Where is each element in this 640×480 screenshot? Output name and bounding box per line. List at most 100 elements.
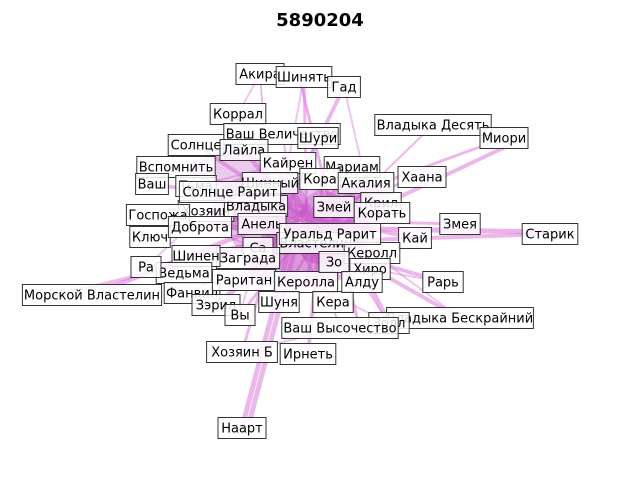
node-label-text: Ирнеть <box>283 348 333 363</box>
node-label: Вспомнить <box>136 156 216 178</box>
node-label-text: Хаана <box>401 171 442 186</box>
graph-title: 5890204 <box>276 10 364 31</box>
node-label: Змей <box>313 196 355 218</box>
node-label-box <box>397 166 447 188</box>
node-label-text: Ваш <box>138 178 167 193</box>
node-label-text: Доброта <box>171 221 229 236</box>
node-label-text: Ключ <box>132 231 168 246</box>
node-label-box <box>398 227 432 249</box>
node-label-text: Гад <box>332 81 357 96</box>
node-label-text: Шинять <box>277 71 331 86</box>
node-label: Шинен <box>171 245 221 267</box>
node-label-box <box>439 213 481 235</box>
node-label-box <box>327 76 361 98</box>
node-label: Морской Властелин <box>21 284 163 306</box>
node-label-text: Керолл <box>347 247 397 262</box>
node-label: Гад <box>327 76 361 98</box>
node-label-box <box>479 127 529 149</box>
node-label: Ваш Высочество <box>281 317 399 339</box>
node-label: Керолла <box>273 271 339 293</box>
node-label-box <box>374 114 492 136</box>
node-label-box <box>279 343 337 365</box>
node-label-box <box>281 317 399 339</box>
node-label: Солнце <box>167 134 225 156</box>
node-label-box <box>318 251 350 273</box>
node-label-text: Наарт <box>221 422 263 437</box>
node-label: Шури <box>297 127 339 149</box>
node-label-box <box>258 291 300 313</box>
node-label: Анель <box>237 213 287 235</box>
node-label-text: Владыка Бескрайний <box>387 312 533 327</box>
node-label-text: Хозяин Б <box>211 346 273 361</box>
node-label: Зо <box>318 251 350 273</box>
node-label: Шуня <box>258 291 300 313</box>
node-label-box <box>217 417 267 439</box>
node-label-text: Керолла <box>277 276 335 291</box>
node-label-text: Лайла <box>223 144 265 159</box>
node-label-box <box>167 216 233 238</box>
node-label-text: Морской Властелин <box>24 289 160 304</box>
node-label: Шинять <box>275 66 333 88</box>
node-label-box <box>206 341 278 363</box>
node-label: Кора <box>299 168 341 190</box>
node-label-text: Старик <box>525 228 574 243</box>
graph-edge <box>247 227 303 423</box>
node-label-text: Кора <box>303 173 336 188</box>
node-label-text: Раритан <box>216 274 273 289</box>
node-label-box <box>278 223 382 245</box>
node-label-text: Анель <box>241 218 282 233</box>
node-label-text: Алду <box>345 276 379 291</box>
node-label-text: Зо <box>326 256 342 271</box>
node-label-text: Заграда <box>220 252 276 267</box>
node-label: Солнце Рарит <box>178 181 282 203</box>
node-label: Кай <box>398 227 432 249</box>
node-label: Старик <box>521 223 579 245</box>
node-label: Акалия <box>337 172 395 194</box>
node-label-text: Коррал <box>213 108 263 123</box>
node-label-box <box>521 223 579 245</box>
node-label-text: Шури <box>299 132 337 147</box>
node-label: Владыка Бескрайний <box>386 307 534 329</box>
node-label-text: Акира <box>239 68 280 83</box>
node-label-text: Кай <box>402 232 428 247</box>
node-label-text: Солнце Рарит <box>183 186 278 201</box>
node-label: Хаана <box>397 166 447 188</box>
node-label-text: Солнце <box>171 139 222 154</box>
node-label-text: Ра <box>138 261 154 276</box>
node-label: Коррал <box>209 103 267 125</box>
node-label: Змея <box>439 213 481 235</box>
node-label: Кера <box>312 291 354 313</box>
node-label-text: Ваш Высочество <box>283 322 396 337</box>
node-label: Ваш <box>135 173 169 195</box>
node-label-box <box>219 139 269 161</box>
node-label-text: Хозяин <box>182 205 231 220</box>
node-label-box <box>353 202 411 224</box>
node-label-box <box>21 284 163 306</box>
node-label: Ра <box>130 256 162 278</box>
node-label: Владыка Десять <box>374 114 492 136</box>
node-label-box <box>273 271 339 293</box>
node-label-text: Ведьма <box>158 267 209 282</box>
node-label: Хозяин Б <box>206 341 278 363</box>
node-label-text: Кайрен <box>263 157 313 172</box>
node-label-box <box>130 256 162 278</box>
node-label-text: Акалия <box>341 177 390 192</box>
node-label-box <box>341 271 383 293</box>
node-label-text: Владыка Десять <box>377 119 490 134</box>
node-label-text: Шуня <box>260 296 298 311</box>
node-label-box <box>135 173 169 195</box>
node-label: Вы <box>224 304 256 326</box>
node-label: Акира <box>235 63 285 85</box>
node-label: Алду <box>341 271 383 293</box>
node-label-text: Уральд Рарит <box>283 228 377 243</box>
node-label: Уральд Рарит <box>278 223 382 245</box>
node-label-text: Змей <box>317 201 352 216</box>
node-label: Ключ <box>129 226 171 248</box>
node-label: Доброта <box>167 216 233 238</box>
node-label-box <box>297 127 339 149</box>
node-label: Миори <box>479 127 529 149</box>
node-label: Заграда <box>215 247 281 269</box>
node-label-box <box>224 304 256 326</box>
